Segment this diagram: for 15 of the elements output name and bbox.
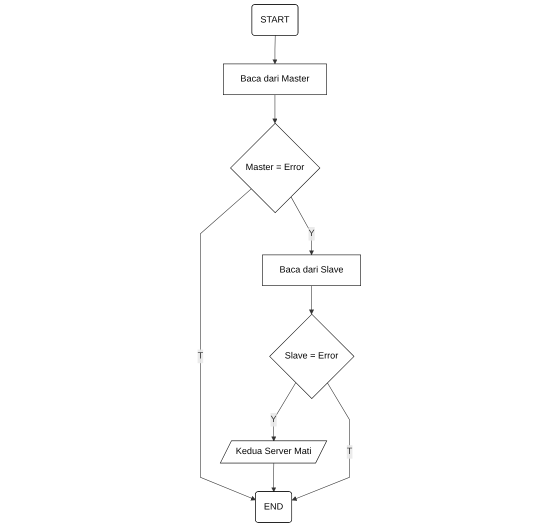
node-diamond: Master = Error xyxy=(230,122,320,214)
arrow xyxy=(272,94,278,124)
edge-label: Y xyxy=(308,228,314,238)
node-box: Baca dari Master xyxy=(222,64,327,96)
arrow xyxy=(308,285,314,314)
arrow xyxy=(271,463,276,492)
edge-label: T xyxy=(197,351,204,361)
node-box: Baca dari Slave xyxy=(262,254,361,286)
arrow xyxy=(290,196,314,256)
node-diamond: Slave = Error xyxy=(269,314,354,399)
edge-label: T xyxy=(346,446,352,457)
arrow xyxy=(200,188,256,501)
arrow xyxy=(292,382,350,501)
arrow xyxy=(272,35,278,64)
edge-label: Y xyxy=(270,414,276,424)
